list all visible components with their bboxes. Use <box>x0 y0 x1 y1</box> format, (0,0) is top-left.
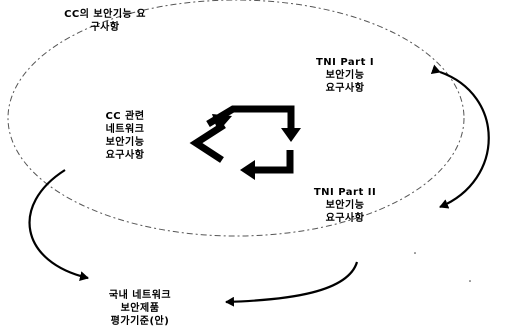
tni2-to-domestic-arrow <box>225 261 359 307</box>
label-line: 요구사항 <box>325 213 365 224</box>
cc-to-domestic-arrow <box>28 169 89 282</box>
label-tni-part2: TNI Part II 보안기능 요구사항 <box>300 186 390 225</box>
scope-ellipse <box>7 0 465 237</box>
recycle-arrowhead-bottom <box>240 160 255 180</box>
label-line: 평가기준(안) <box>110 316 170 327</box>
label-line: CC의 보안기능 요 <box>64 9 146 20</box>
label-cc-network: CC 관련 네트워크 보안기능 요구사항 <box>85 110 165 162</box>
recycle-arrow-bottom <box>252 150 294 174</box>
label-line: 보안기능 <box>325 70 365 81</box>
label-line: 구사항 <box>90 22 120 33</box>
label-line: TNI Part I <box>315 57 375 68</box>
speck <box>414 252 416 254</box>
recycle-arrowhead-right <box>281 128 301 142</box>
speck <box>469 280 471 282</box>
label-line: 요구사항 <box>105 150 145 161</box>
label-domestic-criteria: 국내 네트워크 보안제품 평가기준(안) <box>80 289 200 328</box>
label-line: CC 관련 <box>105 111 145 122</box>
label-tni-part1: TNI Part I 보안기능 요구사항 <box>300 56 390 95</box>
label-line: TNI Part II <box>313 187 377 198</box>
label-line: 국내 네트워크 <box>108 290 172 301</box>
tni-link-arrow <box>430 64 490 209</box>
label-line: 보안기능 <box>325 200 365 211</box>
recycle-arrowhead-top <box>212 114 232 132</box>
label-line: 네트워크 <box>105 124 145 135</box>
label-line: 보안기능 <box>105 137 145 148</box>
recycle-arrow-left <box>189 122 226 163</box>
label-cc-requirements: CC의 보안기능 요 구사항 <box>40 8 170 34</box>
recycle-arrows-icon <box>189 105 295 174</box>
label-line: 보안제품 <box>120 303 160 314</box>
label-line: 요구사항 <box>325 83 365 94</box>
